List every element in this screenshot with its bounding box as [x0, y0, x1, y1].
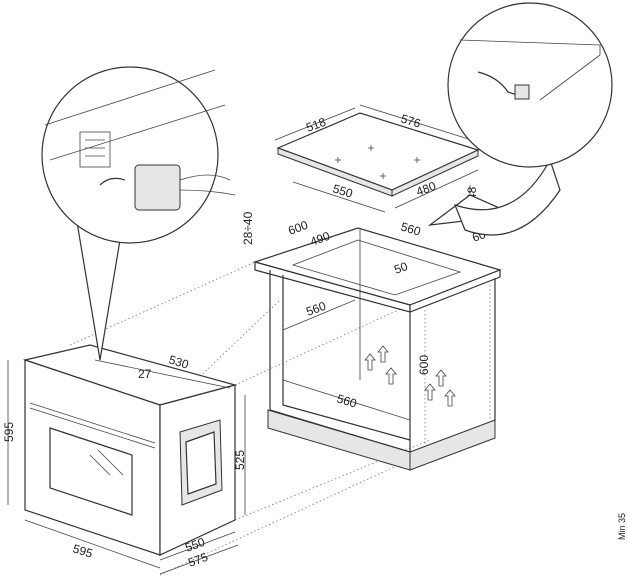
cabinet-dim-600-height: 600 [417, 355, 431, 375]
arrow-icon [99, 177, 126, 186]
hob [274, 104, 480, 213]
cabinet-dim-560-depth: 560 [304, 299, 328, 319]
cabinet-dim-490: 490 [308, 229, 332, 249]
oven-dim-530: 530 [167, 352, 191, 371]
curved-arrow-icon [453, 158, 561, 236]
oven-dim-575: 575 [186, 550, 210, 570]
cabinet [252, 227, 502, 471]
cable-icon [477, 71, 524, 98]
oven-dim-525: 525 [233, 450, 247, 470]
cabinet-dim-worktop-thickness: 28÷40 [241, 211, 255, 245]
projection-lines [69, 261, 431, 576]
cabinet-dim-600: 600 [286, 218, 310, 238]
socket-icon [79, 131, 111, 168]
cable-detail-callout [427, 2, 613, 236]
oven-dim-27: 27 [138, 367, 152, 381]
oven-dim-550: 550 [183, 535, 207, 555]
side-note: Min 35 [617, 513, 627, 540]
oven-dim-595-height: 595 [2, 422, 16, 442]
plug-connector-icon [134, 164, 236, 211]
hob-dim-480: 480 [414, 179, 438, 199]
cabinet-dim-560-width: 560 [335, 391, 359, 410]
connector-detail-callout [41, 66, 236, 361]
hob-dim-518: 518 [304, 115, 328, 135]
cabinet-dim-50: 50 [392, 259, 410, 277]
oven-dim-595-width: 595 [71, 541, 95, 560]
cabinet-dim-560-top: 560 [399, 219, 423, 238]
hob-dim-550: 550 [331, 181, 355, 200]
hob-dim-576: 576 [399, 111, 423, 130]
cable-clip-icon [514, 84, 530, 100]
oven [7, 344, 246, 575]
